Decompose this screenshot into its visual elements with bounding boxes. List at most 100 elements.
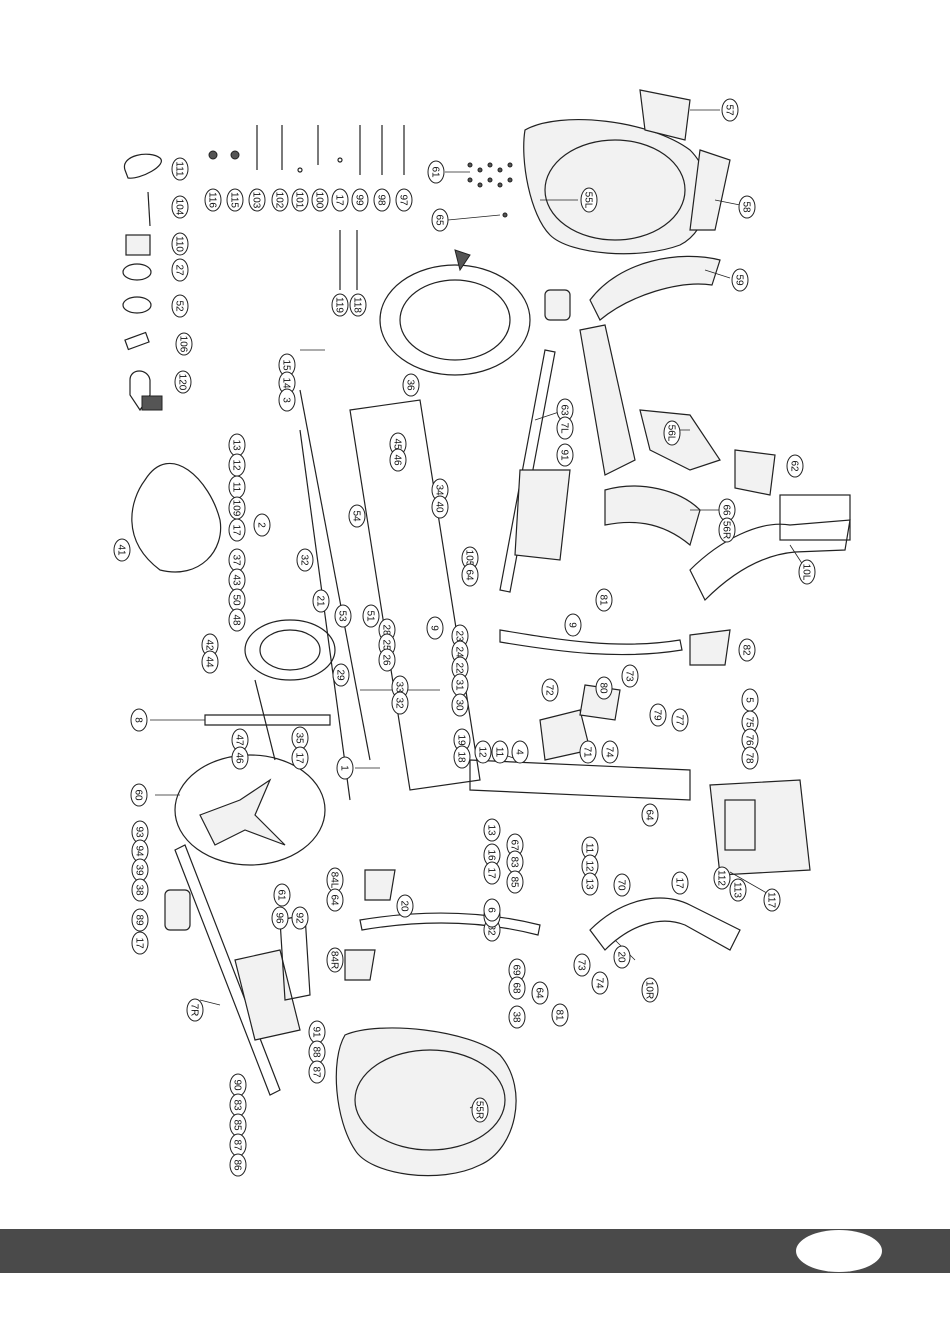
callout-label: 17 [674, 877, 685, 889]
adapter-plug [141, 395, 163, 411]
callout-label: 27 [174, 264, 185, 276]
callout-41: 41 [113, 538, 131, 562]
callout-label: 69 [511, 964, 522, 976]
cover-56R [604, 485, 701, 547]
callout-label: 89 [134, 914, 145, 926]
callout-110: 110 [171, 232, 189, 256]
callout-label: 17 [134, 937, 145, 949]
callout-label: 111 [174, 161, 185, 177]
callout-label: 11 [584, 843, 595, 854]
callout-52: 52 [171, 294, 189, 318]
callout-label: 46 [392, 454, 403, 466]
callout-label: 42 [204, 639, 215, 651]
callout-label: 72 [544, 684, 555, 696]
callout-label: 51 [365, 610, 376, 622]
callout-112: 112 [713, 866, 731, 890]
callout-17: 17 [131, 931, 149, 955]
callout-92: 92 [291, 906, 309, 930]
callout-label: 5 [744, 697, 755, 703]
callout-label: 112 [716, 870, 727, 886]
callout-80: 80 [595, 676, 613, 700]
callout-38: 38 [131, 878, 149, 902]
callout-label: 13 [231, 439, 242, 451]
callout-label: 12 [584, 860, 595, 872]
flywheel-60 [174, 754, 326, 866]
callout-26: 26 [378, 648, 396, 672]
callout-label: 100 [314, 192, 325, 209]
callout-label: 50 [231, 594, 242, 606]
callout-label: 91 [559, 449, 570, 461]
callout-label: 65 [434, 214, 445, 226]
part-106 [124, 331, 150, 351]
callout-83: 83 [506, 850, 524, 874]
callout-99: 99 [351, 188, 369, 212]
callout-label: 20 [616, 951, 627, 963]
callout-label: 16 [486, 849, 497, 861]
foot-84L [364, 869, 396, 901]
callout-label: 46 [234, 752, 245, 764]
callout-35: 35 [291, 726, 309, 750]
callout-label: 12 [231, 459, 242, 471]
rear-frame-leg [254, 679, 276, 761]
callout-label: 84R [329, 951, 340, 969]
callout-11: 11 [491, 740, 509, 764]
callout-60: 60 [130, 783, 148, 807]
callout-68: 68 [508, 976, 526, 1000]
callout-label: 102 [274, 192, 285, 209]
callout-17: 17 [671, 871, 689, 895]
footer-bar [0, 1229, 950, 1273]
callout-32: 32 [296, 548, 314, 572]
callout-6: 6 [483, 898, 501, 922]
callout-12: 12 [228, 453, 246, 477]
callout-103: 103 [248, 188, 266, 212]
frame-tube [299, 389, 371, 761]
screw-65 [502, 212, 508, 218]
side-cover-55R-inner [354, 1049, 506, 1151]
callout-15: 15 [278, 353, 296, 377]
callout-label: 85 [509, 876, 520, 888]
callout-64: 64 [461, 563, 479, 587]
callout-label: 91 [311, 1026, 322, 1038]
callout-119: 119 [331, 293, 349, 317]
callout-70: 70 [613, 873, 631, 897]
callout-label: 31 [454, 679, 465, 691]
callout-label: 101 [294, 192, 305, 209]
callout-57: 57 [721, 98, 739, 122]
pulley-42 [244, 619, 336, 681]
leader [729, 871, 773, 897]
cover-62 [734, 449, 776, 496]
callout-6: 9 [564, 613, 582, 637]
callout-58: 58 [738, 195, 756, 219]
leader [704, 269, 731, 279]
callout-label: 105 [464, 550, 475, 567]
callout-88: 88 [308, 1040, 326, 1064]
callout-label: 45 [392, 438, 403, 450]
callout-label: 110 [174, 236, 185, 252]
callout-label: 96 [274, 912, 285, 924]
arm-7R-cap [164, 889, 191, 931]
callout-label: 66 [721, 504, 732, 516]
callout-label: 39 [134, 864, 145, 876]
rear-frame-8 [204, 714, 331, 726]
cover-59 [589, 255, 721, 321]
callout-30: 30 [451, 693, 469, 717]
callout-89: 89 [131, 908, 149, 932]
pedal-arm-6b [359, 912, 541, 936]
callout-label: 94 [134, 845, 145, 857]
callout-98: 98 [373, 188, 391, 212]
callout-label: 87 [311, 1066, 322, 1078]
callout-91: 91 [556, 443, 574, 467]
callout-label: 21 [315, 595, 326, 607]
callout-label: 59 [734, 274, 745, 286]
callout-label: 62 [789, 460, 800, 472]
screw [467, 177, 473, 183]
callout-label: 79 [652, 709, 663, 721]
callout-label: 2 [256, 522, 267, 528]
callout-22: 22 [451, 656, 469, 680]
callout-label: 109 [231, 500, 242, 517]
foot-84R [344, 949, 376, 981]
callout-39: 39 [131, 858, 149, 882]
callout-label: 74 [594, 977, 605, 989]
cover-58 [689, 149, 731, 231]
callout-97: 97 [395, 188, 413, 212]
